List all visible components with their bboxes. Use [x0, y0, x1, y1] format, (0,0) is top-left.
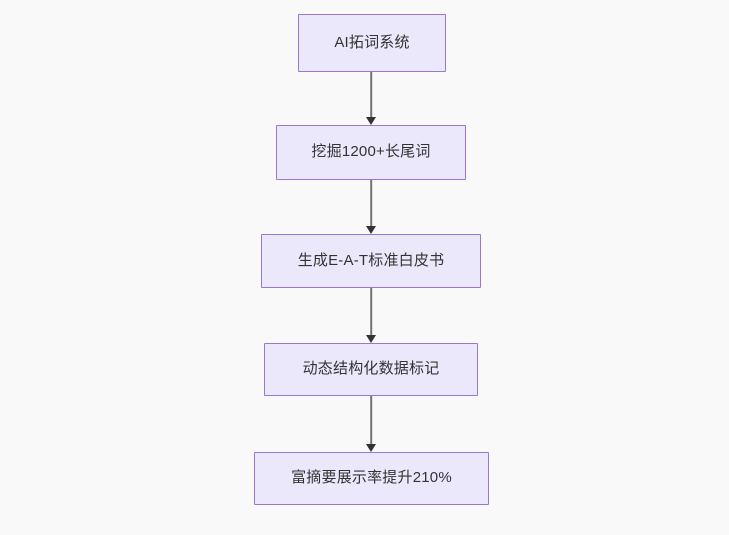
- arrowhead-icon: [366, 117, 376, 125]
- arrowhead-icon: [366, 335, 376, 343]
- flow-node-label: 动态结构化数据标记: [302, 360, 440, 378]
- flow-node-2[interactable]: 挖掘1200+长尾词: [276, 125, 466, 180]
- flow-node-label: AI拓词系统: [334, 33, 410, 51]
- flow-node-5[interactable]: 富摘要展示率提升210%: [254, 452, 489, 505]
- flow-node-label: 挖掘1200+长尾词: [311, 143, 431, 161]
- edge-line: [370, 396, 372, 445]
- edge-line: [370, 288, 372, 336]
- edge-line: [370, 72, 372, 118]
- arrowhead-icon: [366, 444, 376, 452]
- arrowhead-icon: [366, 226, 376, 234]
- flow-node-label: 生成E-A-T标准白皮书: [297, 251, 445, 269]
- flow-node-label: 富摘要展示率提升210%: [291, 469, 452, 487]
- flow-node-1[interactable]: AI拓词系统: [298, 14, 446, 72]
- edge-line: [370, 180, 372, 227]
- flow-node-4[interactable]: 动态结构化数据标记: [264, 343, 478, 396]
- flow-node-3[interactable]: 生成E-A-T标准白皮书: [261, 234, 481, 288]
